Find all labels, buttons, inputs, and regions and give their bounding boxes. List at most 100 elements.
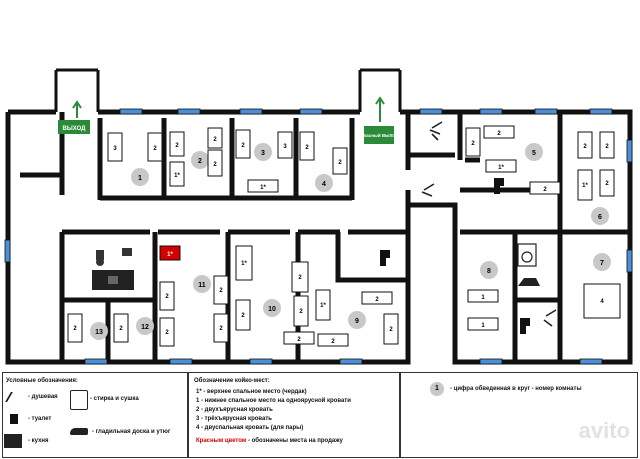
bed: 2 bbox=[577, 131, 593, 159]
room-5: 5 bbox=[525, 143, 543, 161]
room-number: 13 bbox=[95, 329, 103, 336]
legend-bed-1star: 1* - верхнее спальное место (чердак) bbox=[196, 389, 307, 395]
svg-text:2: 2 bbox=[297, 337, 301, 343]
svg-text:2: 2 bbox=[213, 137, 217, 143]
svg-text:2: 2 bbox=[73, 326, 77, 332]
bed: 2 bbox=[283, 331, 315, 345]
bed: 1 bbox=[467, 317, 499, 331]
legend-beds bbox=[188, 372, 400, 458]
bed: 2 bbox=[293, 295, 309, 327]
bed: 1* bbox=[235, 245, 253, 281]
watermark: avito bbox=[579, 418, 630, 444]
svg-text:2: 2 bbox=[375, 297, 379, 303]
bed: 2 bbox=[235, 129, 251, 159]
svg-text:1*: 1* bbox=[498, 165, 504, 171]
svg-text:2: 2 bbox=[497, 131, 501, 137]
bed: 1* bbox=[247, 179, 279, 193]
room-2: 2 bbox=[191, 151, 209, 169]
bed: 2 bbox=[169, 131, 185, 157]
bed: 2 bbox=[213, 313, 229, 343]
bed: 1* bbox=[577, 169, 593, 201]
bed: 2 bbox=[317, 333, 349, 347]
bed: 2 bbox=[113, 313, 129, 343]
bed: 1 bbox=[467, 289, 499, 303]
legend-room-circle-text: - цифра обведенная в круг - номер комнат… bbox=[450, 386, 582, 392]
svg-text:2: 2 bbox=[119, 326, 123, 332]
svg-text:2: 2 bbox=[175, 143, 179, 149]
svg-text:2: 2 bbox=[213, 162, 217, 168]
legend-toilet: - туалет bbox=[28, 416, 52, 422]
bed: 1* bbox=[169, 161, 185, 187]
room-9: 9 bbox=[348, 311, 366, 329]
legend-rooms bbox=[400, 372, 638, 458]
bed: 2 bbox=[599, 169, 615, 197]
legend-bed-1: 1 - нижнее спальное место на одноярусной… bbox=[196, 398, 351, 404]
room-10: 10 bbox=[263, 299, 281, 317]
toilet-icon bbox=[10, 414, 18, 424]
svg-text:4: 4 bbox=[600, 299, 604, 305]
legend-red-prefix: Красным цветом bbox=[196, 438, 247, 444]
svg-text:3: 3 bbox=[283, 144, 287, 150]
bed: 2 bbox=[207, 149, 223, 177]
room-number: 4 bbox=[322, 181, 326, 188]
bed: 2 bbox=[235, 299, 251, 331]
windows bbox=[4, 108, 633, 365]
svg-text:2: 2 bbox=[165, 294, 169, 300]
bed: 2 bbox=[207, 127, 223, 149]
exit-sign-main: ВЫХОД bbox=[58, 100, 90, 134]
bed: 2 bbox=[147, 132, 163, 162]
svg-text:2: 2 bbox=[299, 309, 303, 315]
iron-icon bbox=[70, 428, 88, 435]
svg-text:2: 2 bbox=[471, 141, 475, 147]
svg-text:1: 1 bbox=[481, 295, 485, 301]
legend-conventions-title: Условные обозначения: bbox=[6, 378, 78, 384]
room-number: 6 bbox=[598, 214, 602, 221]
bed: 2 bbox=[483, 125, 515, 139]
svg-text:2: 2 bbox=[605, 181, 609, 187]
room-4: 4 bbox=[315, 174, 333, 192]
svg-text:2: 2 bbox=[153, 146, 157, 152]
legend-conventions bbox=[2, 372, 188, 458]
room-number: 11 bbox=[198, 282, 206, 289]
room-3: 3 bbox=[254, 143, 272, 161]
room-11: 11 bbox=[193, 275, 211, 293]
legend-washing: - стирка и сушка bbox=[90, 396, 139, 402]
bed: 2 bbox=[529, 181, 561, 195]
legend-ironing: - гладильная доска и утюг bbox=[92, 429, 171, 435]
toilet-icon bbox=[380, 178, 530, 334]
bed: 2 bbox=[299, 131, 315, 161]
room-8: 8 bbox=[480, 261, 498, 279]
legend-bed-3: 3 - трёхъярусная кровать bbox=[196, 416, 272, 422]
bed: 2 bbox=[67, 313, 83, 343]
bed: 2 bbox=[361, 291, 393, 305]
exit-sign-spare: запасный ВЫХОД bbox=[359, 96, 400, 144]
legend: Условные обозначения: - душевая - туалет… bbox=[0, 372, 640, 459]
room-number: 5 bbox=[532, 150, 536, 157]
bed: 2 bbox=[332, 147, 348, 175]
stairwell-right bbox=[358, 68, 402, 112]
svg-text:2: 2 bbox=[219, 288, 223, 294]
svg-text:1*: 1* bbox=[582, 183, 588, 189]
svg-text:2: 2 bbox=[219, 326, 223, 332]
shower-icon bbox=[421, 121, 557, 327]
room-13: 13 bbox=[90, 322, 108, 340]
washing-machine-icon bbox=[70, 390, 88, 410]
svg-text:1*: 1* bbox=[174, 173, 180, 179]
svg-text:2: 2 bbox=[298, 275, 302, 281]
room-7: 7 bbox=[593, 253, 611, 271]
iron-icon bbox=[518, 278, 540, 286]
svg-text:2: 2 bbox=[389, 327, 393, 333]
beds: 3 2 2 2 1* 2 2 3 2 2 1* 2 2 1* 2 1 1 4 2… bbox=[67, 125, 621, 347]
bed: 3 bbox=[107, 132, 123, 162]
svg-text:1*: 1* bbox=[260, 185, 266, 191]
exit-spare-label: запасный ВЫХОД bbox=[359, 132, 400, 138]
washing-machine-icon bbox=[517, 243, 537, 267]
svg-text:2: 2 bbox=[583, 144, 587, 150]
bed: 1* bbox=[159, 245, 181, 261]
room-circles: 1 2 3 4 5 6 7 8 9 10 11 12 13 bbox=[90, 143, 611, 340]
bed: 3 bbox=[277, 131, 293, 159]
bed: 1* bbox=[485, 159, 517, 173]
floor-plan: ВЫХОД запасный ВЫХОД 1 2 3 4 bbox=[4, 68, 633, 365]
legend-red-note: Красным цветом - обозначены места на про… bbox=[196, 438, 343, 444]
kitchen-icon bbox=[92, 248, 134, 290]
